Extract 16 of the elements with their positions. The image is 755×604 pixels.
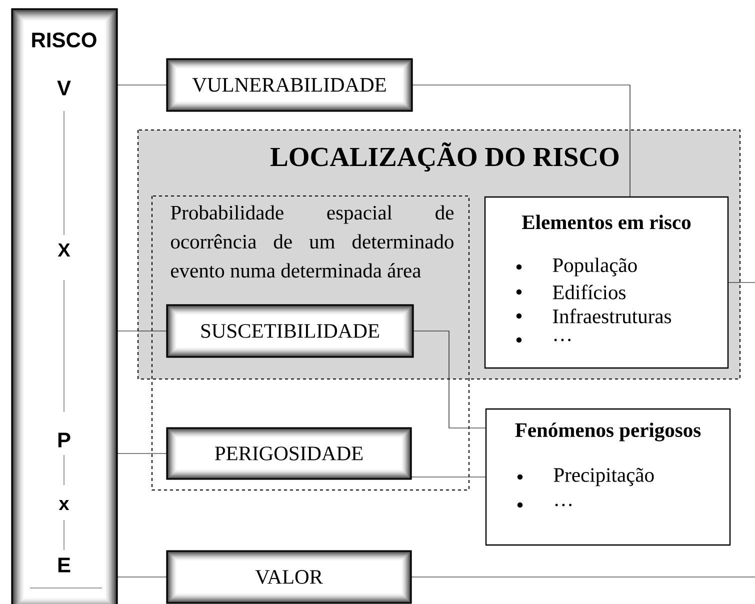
list-box: Fenómenos perigosos Precipitação … — [485, 408, 731, 546]
concept-box: PERIGOSIDADE — [166, 427, 412, 480]
factor-column: RISCO V X P x E — [11, 8, 118, 604]
concept-box: SUSCETIBILIDADE — [166, 304, 414, 358]
connector-line — [412, 330, 486, 428]
connector-line — [116, 84, 168, 86]
concept-box: VULNERABILIDADE — [166, 58, 413, 112]
connector-line — [728, 282, 755, 283]
connector-line — [410, 476, 486, 478]
connector-line — [116, 576, 168, 578]
concept-box: VALOR — [166, 550, 412, 604]
connector-line — [116, 453, 168, 454]
connector-line — [412, 84, 630, 198]
list-box: Elementos em risco População Edifícios Infraestruturas … — [484, 196, 729, 369]
connector-line — [410, 576, 755, 578]
connector-line — [116, 330, 168, 332]
